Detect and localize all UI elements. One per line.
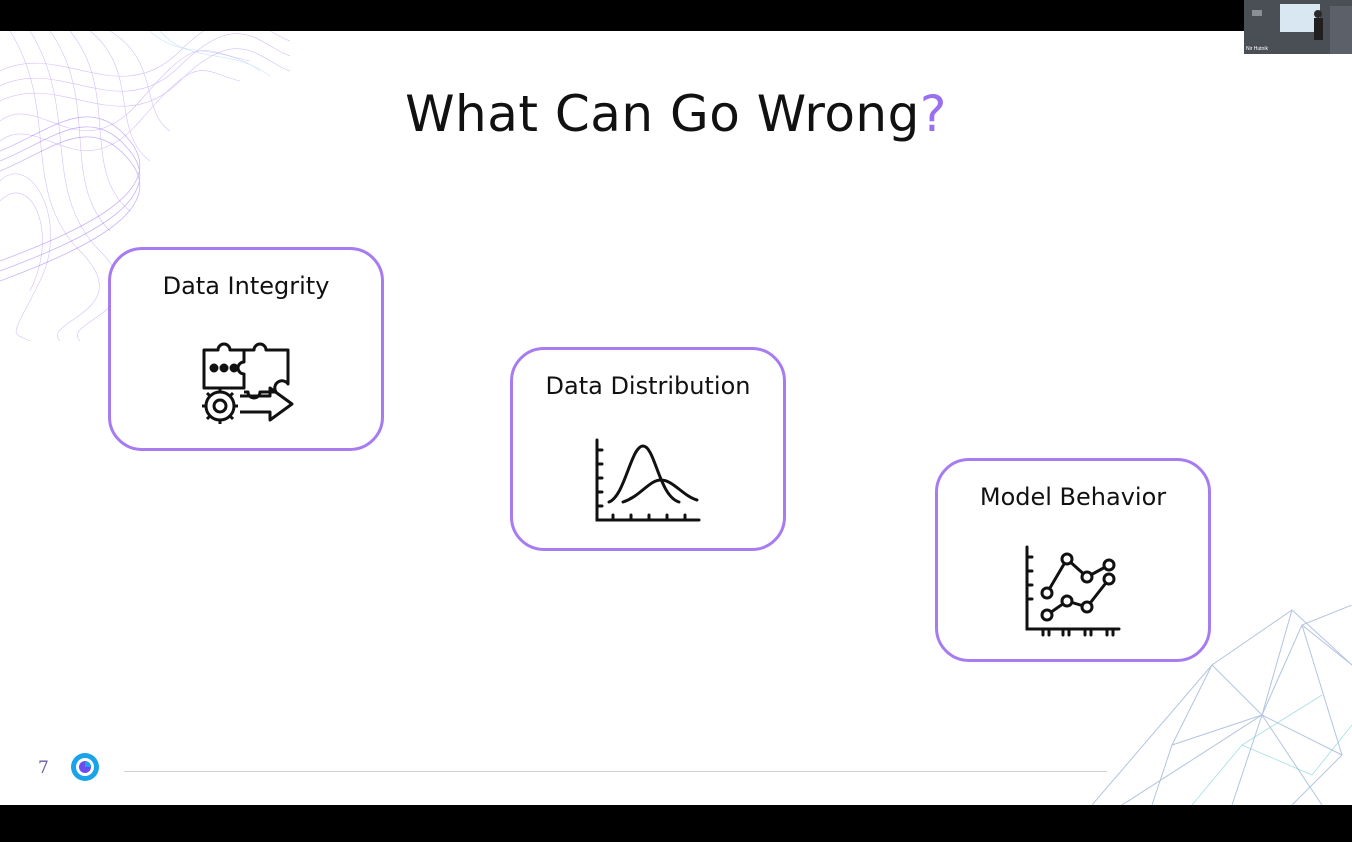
puzzle-gear-arrow-icon [202, 342, 294, 424]
network-decoration [1092, 605, 1352, 805]
participant-name: Nir Hutnik [1246, 46, 1268, 52]
video-feed [1244, 0, 1352, 54]
card-label: Data Integrity [162, 272, 330, 300]
page-title: What Can Go Wrong? [0, 85, 1352, 143]
card-data-distribution: Data Distribution [510, 347, 786, 551]
distribution-curve-icon [595, 438, 701, 522]
company-logo [71, 753, 99, 781]
page-number: 7 [38, 758, 49, 778]
line-chart-icon [1025, 545, 1121, 637]
video-thumbnail[interactable]: Nir Hutnik [1244, 0, 1352, 54]
footer-divider [124, 771, 1107, 772]
card-data-integrity: Data Integrity [108, 247, 384, 451]
title-main: What Can Go Wrong [405, 85, 920, 143]
card-model-behavior: Model Behavior [935, 458, 1211, 662]
title-accent: ? [919, 85, 947, 143]
wave-decoration [0, 31, 290, 341]
card-label: Model Behavior [979, 483, 1167, 511]
card-label: Data Distribution [545, 372, 751, 400]
slide: What Can Go Wrong? Data Integrity Data D… [0, 31, 1352, 805]
